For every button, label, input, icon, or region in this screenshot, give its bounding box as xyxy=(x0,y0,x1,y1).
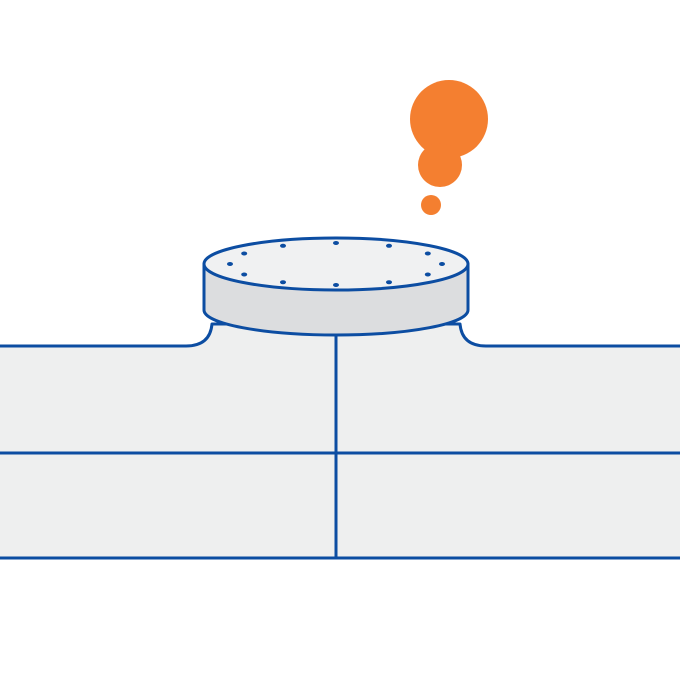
pipe-body xyxy=(0,322,680,560)
bolt-hole xyxy=(386,280,392,285)
bolt-hole xyxy=(424,251,431,256)
thought-bubble-medium xyxy=(418,143,462,187)
flange xyxy=(202,236,470,337)
thought-bubble xyxy=(410,80,488,215)
pipe xyxy=(0,322,680,560)
bolt-hole xyxy=(280,280,286,285)
bolt-hole xyxy=(241,272,248,277)
bolt-holes xyxy=(227,241,445,287)
bolt-hole xyxy=(386,243,392,248)
bolt-hole xyxy=(424,272,431,277)
bolt-hole xyxy=(439,262,445,266)
bolt-hole xyxy=(280,243,286,248)
thought-bubble-small xyxy=(421,195,441,215)
bolt-hole xyxy=(241,251,248,256)
bolt-hole xyxy=(333,283,339,287)
flange-top xyxy=(202,236,470,292)
thought-bubble-large xyxy=(410,80,488,158)
bolt-hole xyxy=(227,262,233,266)
bolt-hole xyxy=(333,241,339,245)
